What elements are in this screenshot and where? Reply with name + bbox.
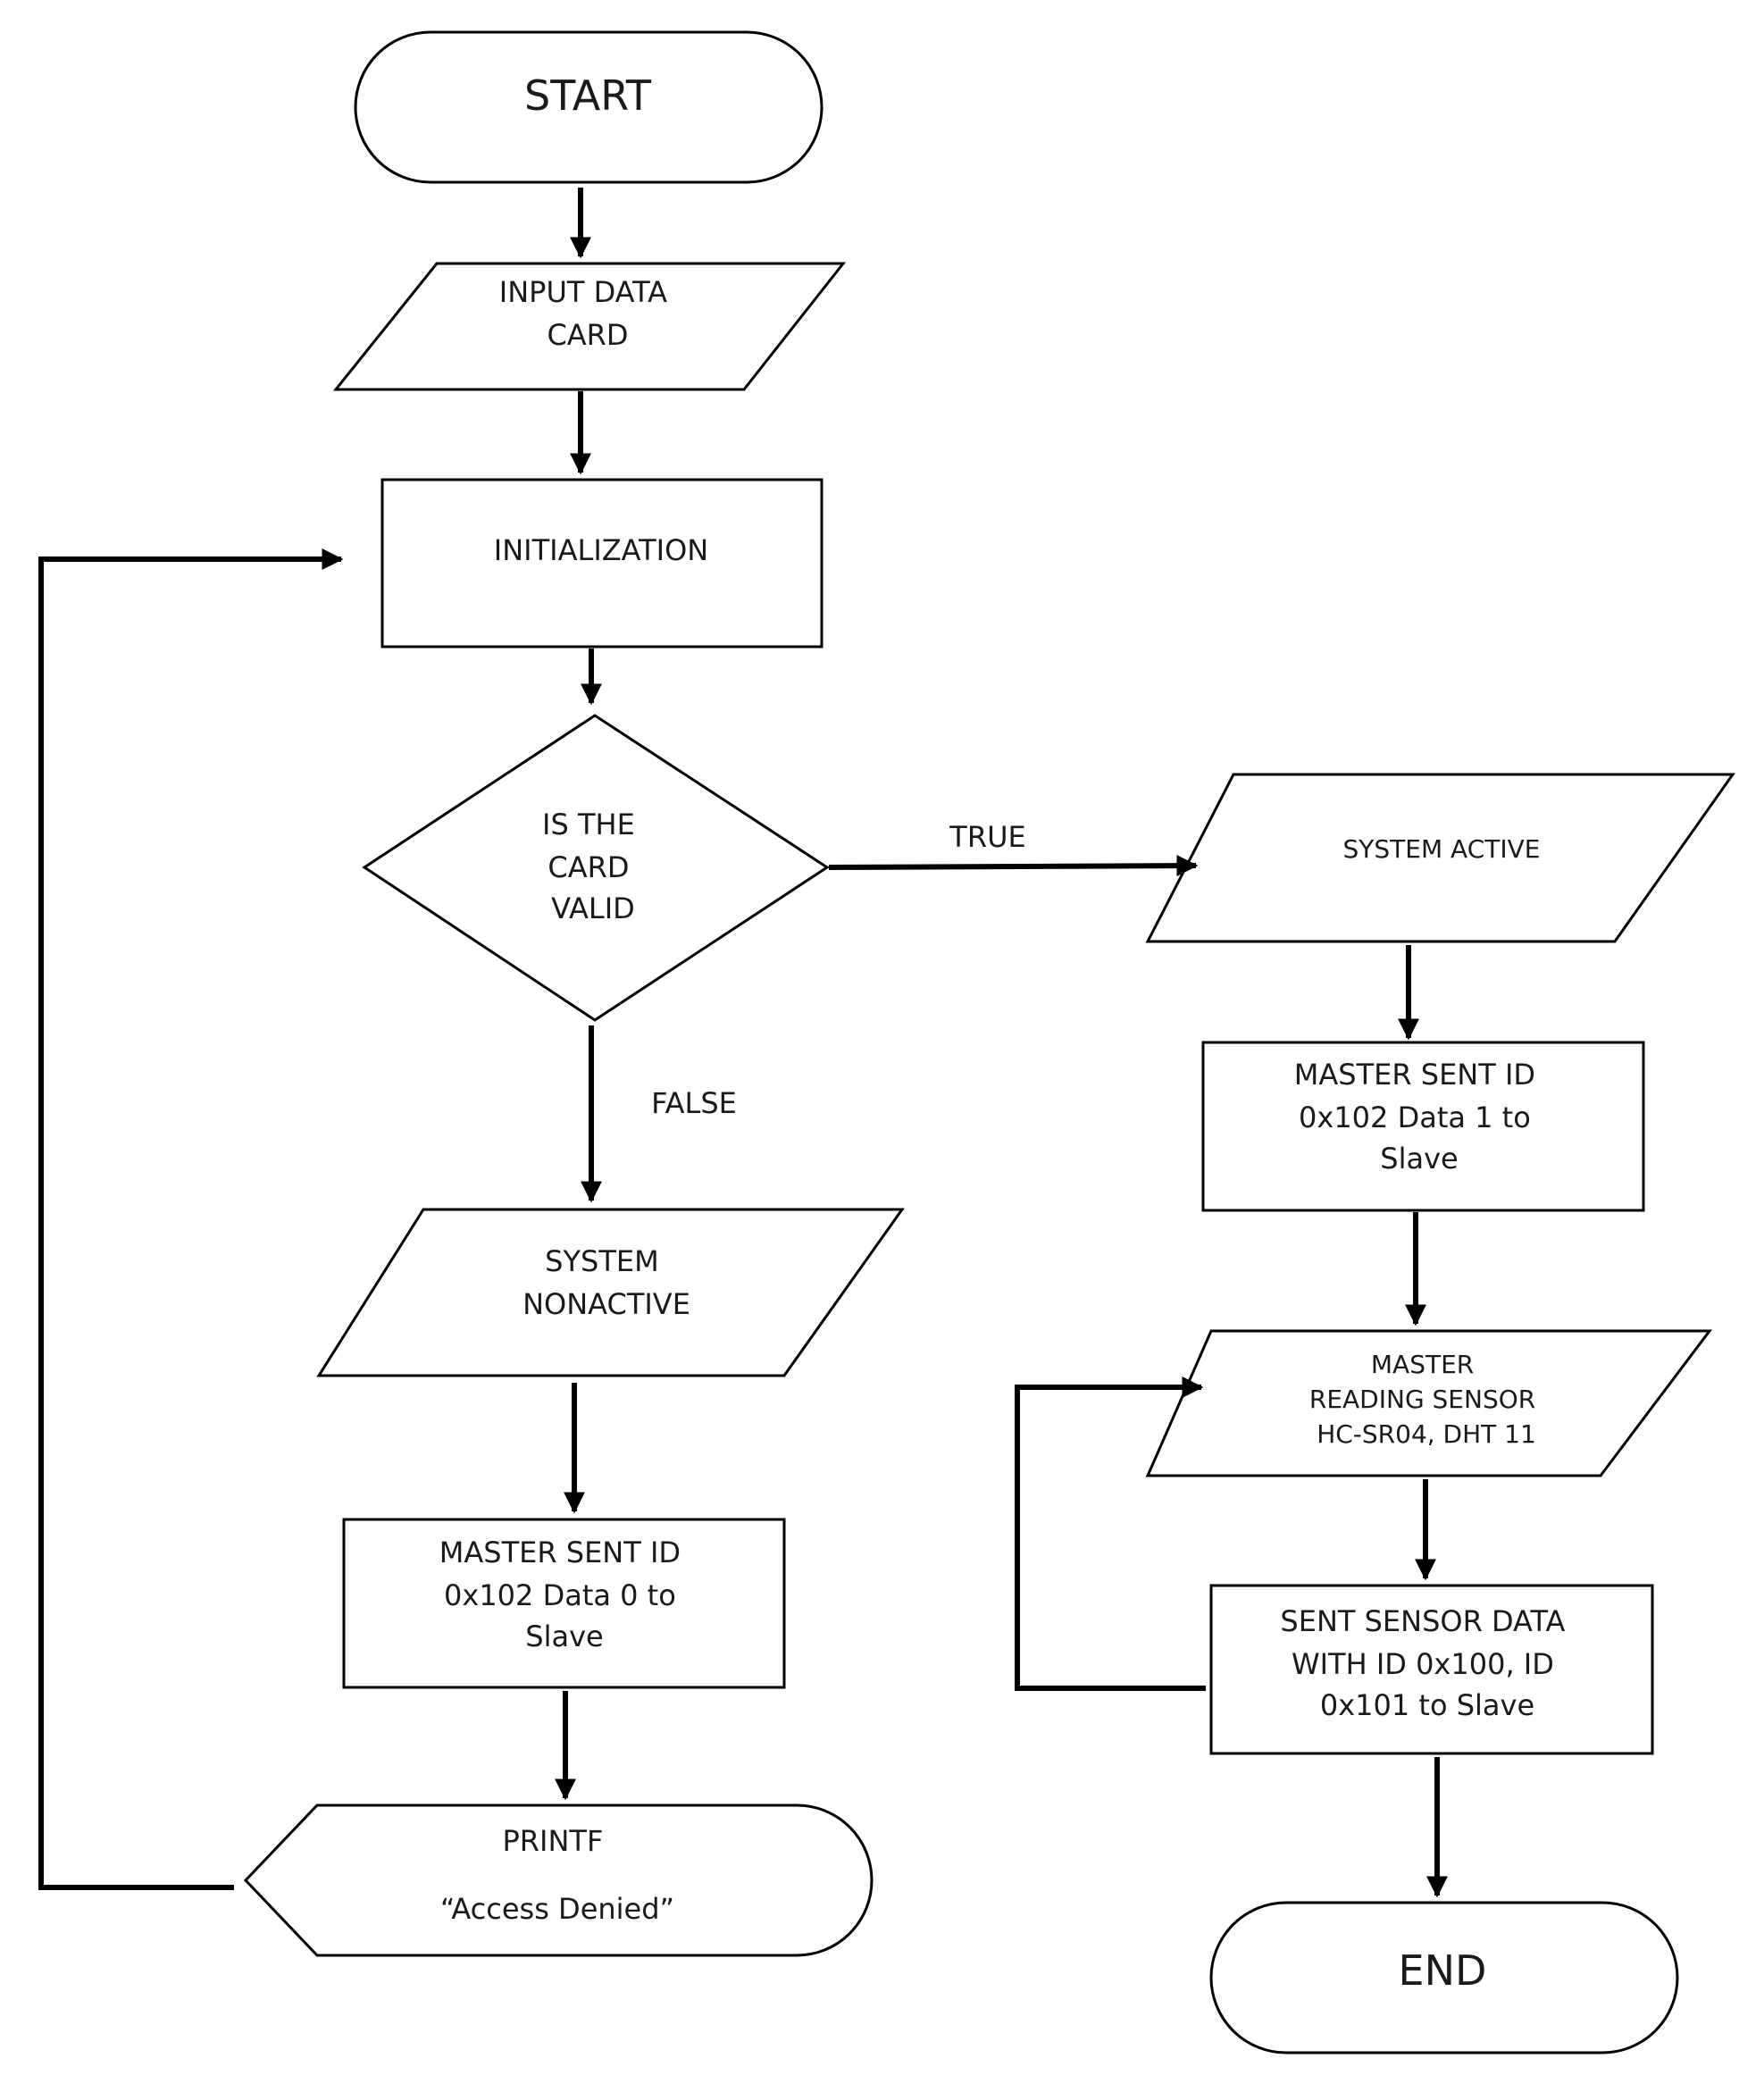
system-nonactive-parallelogram <box>316 1208 905 1377</box>
initialization-label: INITIALIZATION <box>494 533 708 567</box>
system-active-label: SYSTEM ACTIVE <box>1343 834 1541 864</box>
loop-sent-to-reading <box>1015 1377 1206 1691</box>
input-card-label: INPUT DATA CARD <box>499 275 676 352</box>
start-terminal <box>354 30 823 184</box>
arrow-decision-true <box>828 855 1199 877</box>
system-active-parallelogram <box>1145 773 1735 943</box>
system-nonactive-label: SYSTEM NONACTIVE <box>523 1244 690 1321</box>
printf-label: PRINTF “Access Denied” <box>440 1824 674 1926</box>
loop-printf-to-init <box>38 548 344 1890</box>
decision-label: IS THE CARD VALID <box>542 808 644 925</box>
master-sent-data1-box <box>1201 1041 1645 1212</box>
master-reading-label: MASTER READING SENSOR HC-SR04, DHT 11 <box>1309 1350 1543 1449</box>
master-sent-data0-label: MASTER SENT ID 0x102 Data 0 to Slave <box>439 1536 690 1653</box>
printf-display <box>243 1803 874 1957</box>
false-label: FALSE <box>651 1086 737 1120</box>
initialization-box <box>380 478 823 649</box>
sent-sensor-data-label: SENT SENSOR DATA WITH ID 0x100, ID 0x101… <box>1280 1604 1574 1722</box>
start-label: START <box>524 71 652 120</box>
master-reading-sensor-parallelogram <box>1145 1329 1713 1477</box>
sent-sensor-data-box <box>1209 1584 1654 1755</box>
card-valid-decision <box>362 714 830 1022</box>
true-label: TRUE <box>949 820 1025 854</box>
end-label: END <box>1399 1946 1487 1995</box>
master-sent-data0-box <box>342 1518 786 1689</box>
master-sent-data1-label: MASTER SENT ID 0x102 Data 1 to Slave <box>1294 1058 1544 1176</box>
input-card-parallelogram <box>332 262 847 391</box>
end-terminal <box>1209 1901 1679 2054</box>
